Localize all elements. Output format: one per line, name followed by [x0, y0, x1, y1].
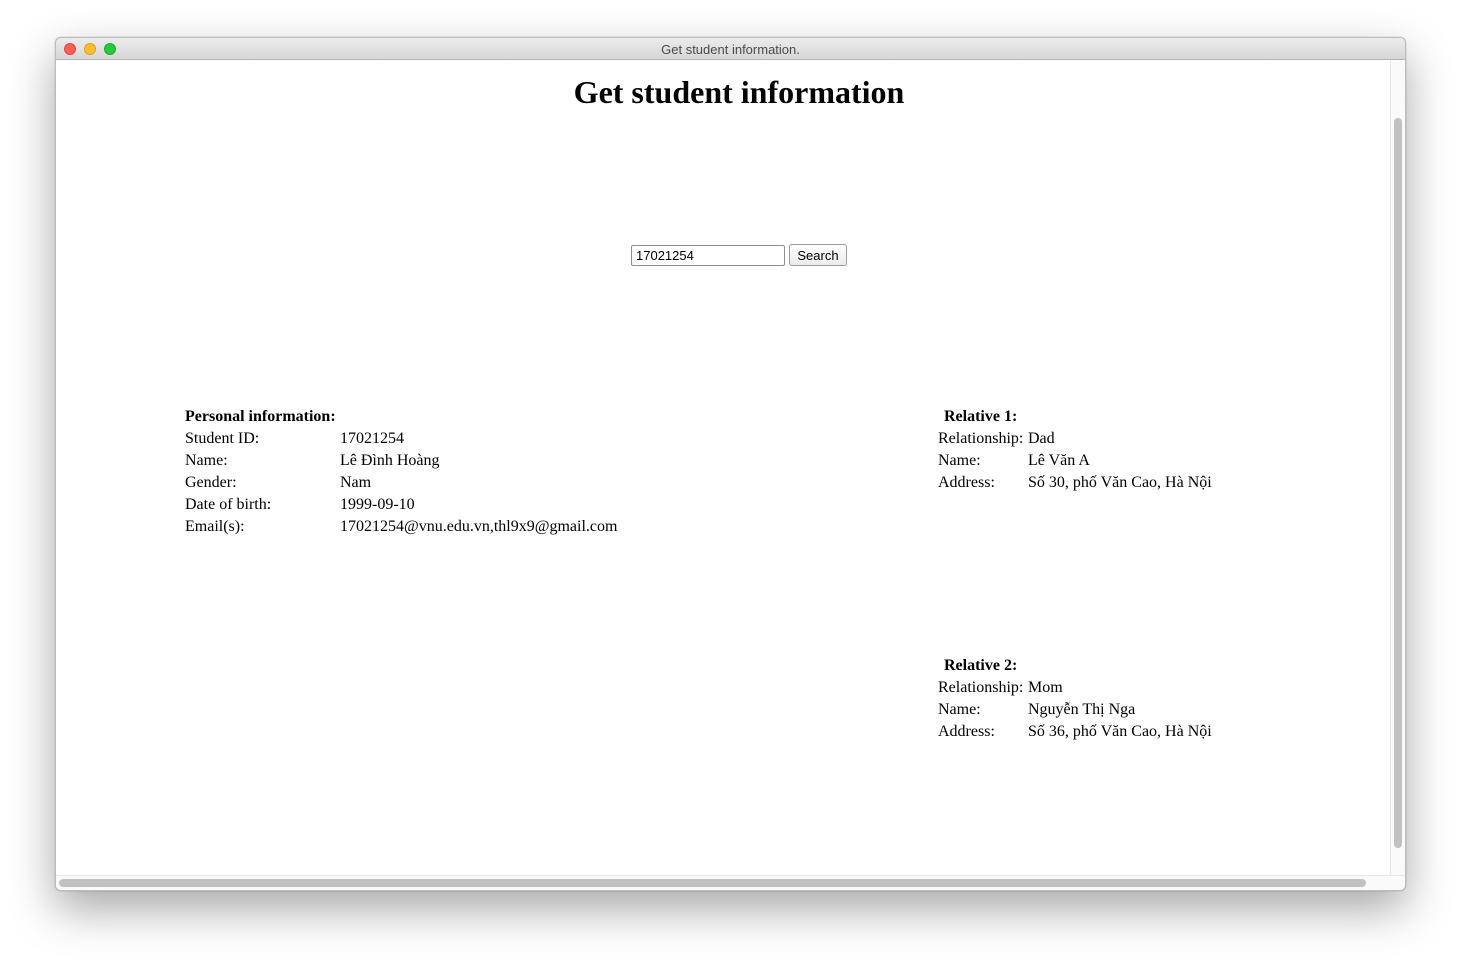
page-title: Get student information: [573, 74, 905, 110]
search-button[interactable]: Search: [789, 244, 847, 266]
gender-value: Nam: [340, 474, 372, 491]
name-value: Lê Đình Hoàng: [340, 452, 440, 469]
email-row: Email(s): 17021254@vnu.edu.vn,thl9x9@gma…: [185, 516, 617, 538]
address-label: Address:: [938, 723, 995, 740]
maximize-window-icon[interactable]: [104, 43, 116, 55]
address-label: Address:: [938, 474, 995, 491]
close-window-icon[interactable]: [64, 43, 76, 55]
relative-2-name-row: Name: Nguyễn Thị Nga: [938, 699, 1212, 721]
address-value: Số 30, phố Văn Cao, Hà Nội: [1028, 474, 1212, 491]
name-row: Name: Lê Đình Hoàng: [185, 450, 617, 472]
title-bar[interactable]: Get student information.: [56, 38, 1405, 60]
email-label: Email(s):: [185, 518, 245, 535]
student-id-label: Student ID:: [185, 430, 260, 447]
vertical-scrollbar[interactable]: [1390, 60, 1405, 877]
horizontal-scrollbar-thumb[interactable]: [59, 879, 1366, 887]
relative-1-heading: Relative 1:: [944, 408, 1018, 425]
window-title: Get student information.: [661, 42, 800, 57]
relationship-label: Relationship:: [938, 679, 1024, 696]
address-value: Số 36, phố Văn Cao, Hà Nội: [1028, 723, 1212, 740]
student-id-value: 17021254: [340, 430, 404, 447]
relative-2: Relative 2: Relationship: Mom Name: Nguy…: [938, 655, 1212, 743]
dob-value: 1999-09-10: [340, 496, 415, 513]
student-id-input[interactable]: [631, 245, 785, 266]
personal-information: Personal information: Student ID: 170212…: [185, 406, 617, 538]
gender-row: Gender: Nam: [185, 472, 617, 494]
name-label: Name:: [185, 452, 228, 469]
name-value: Nguyễn Thị Nga: [1028, 701, 1136, 718]
browser-window: Get student information. Get student inf…: [55, 37, 1406, 891]
relative-2-heading: Relative 2:: [944, 657, 1018, 674]
relative-2-address-row: Address: Số 36, phố Văn Cao, Hà Nội: [938, 721, 1212, 743]
minimize-window-icon[interactable]: [84, 43, 96, 55]
relationship-value: Mom: [1028, 679, 1063, 696]
vertical-scrollbar-thumb[interactable]: [1394, 118, 1402, 848]
relative-1-address-row: Address: Số 30, phố Văn Cao, Hà Nội: [938, 472, 1212, 494]
email-value: 17021254@vnu.edu.vn,thl9x9@gmail.com: [340, 518, 618, 535]
personal-information-heading: Personal information:: [185, 408, 336, 425]
name-label: Name:: [938, 701, 981, 718]
name-label: Name:: [938, 452, 981, 469]
name-value: Lê Văn A: [1028, 452, 1090, 469]
dob-label: Date of birth:: [185, 496, 272, 513]
page-content: Get student information Search Personal …: [56, 60, 1391, 877]
student-id-row: Student ID: 17021254: [185, 428, 617, 450]
relative-2-relationship-row: Relationship: Mom: [938, 677, 1212, 699]
dob-row: Date of birth: 1999-09-10: [185, 494, 617, 516]
relationship-label: Relationship:: [938, 430, 1024, 447]
relative-1: Relative 1: Relationship: Dad Name: Lê V…: [938, 406, 1212, 494]
relationship-value: Dad: [1028, 430, 1055, 447]
gender-label: Gender:: [185, 474, 237, 491]
horizontal-scrollbar[interactable]: [56, 875, 1405, 890]
relative-1-relationship-row: Relationship: Dad: [938, 428, 1212, 450]
relative-1-name-row: Name: Lê Văn A: [938, 450, 1212, 472]
